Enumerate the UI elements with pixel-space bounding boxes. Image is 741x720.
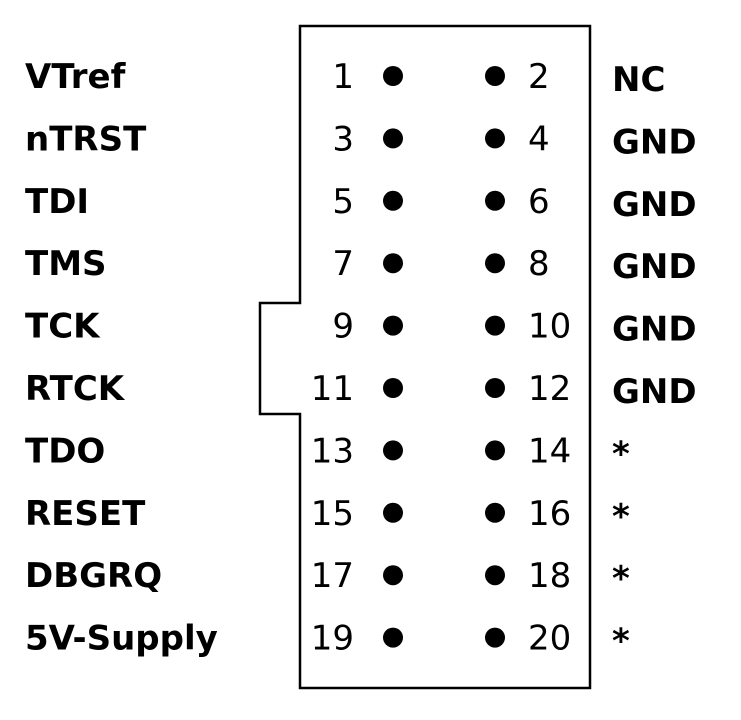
right-signal-label: * [612, 559, 630, 599]
right-signal-label: * [612, 497, 630, 537]
even-pin-number: 2 [528, 57, 550, 97]
odd-pin-dot [383, 502, 403, 523]
odd-pin-number: 15 [311, 494, 354, 534]
odd-pin-dot [383, 128, 403, 149]
left-signal-label: VTref [25, 57, 127, 97]
pin-row: VTref 1 2 NC [25, 57, 665, 100]
even-pin-number: 10 [528, 307, 571, 347]
even-pin-number: 14 [528, 431, 571, 471]
even-pin-number: 4 [528, 119, 550, 159]
odd-pin-number: 19 [311, 619, 354, 659]
left-signal-label: TCK [25, 307, 101, 347]
odd-pin-dot [383, 315, 403, 336]
odd-pin-dot [383, 253, 403, 274]
even-pin-number: 6 [528, 182, 550, 222]
odd-pin-dot [383, 440, 403, 461]
left-signal-label: TDI [25, 182, 89, 222]
even-pin-number: 12 [528, 369, 571, 409]
odd-pin-dot [383, 565, 403, 586]
left-signal-label: 5V-Supply [25, 619, 218, 659]
pin-row: TMS 7 8 GND [25, 244, 697, 287]
odd-pin-number: 9 [332, 307, 354, 347]
odd-pin-dot [383, 627, 403, 648]
even-pin-dot [485, 440, 505, 461]
pin-row: RESET 15 16 * [25, 494, 630, 537]
left-signal-label: RESET [25, 494, 146, 534]
even-pin-dot [485, 502, 505, 523]
even-pin-number: 8 [528, 244, 550, 284]
odd-pin-number: 17 [311, 556, 354, 596]
even-pin-dot [485, 253, 505, 274]
odd-pin-dot [383, 190, 403, 211]
odd-pin-number: 11 [311, 369, 354, 409]
left-signal-label: nTRST [25, 119, 147, 159]
connector-outline [258, 24, 592, 690]
odd-pin-number: 13 [311, 431, 354, 471]
pin-row: TCK 9 10 GND [25, 307, 697, 350]
pin-row: 5V-Supply 19 20 * [25, 619, 630, 662]
even-pin-number: 18 [528, 556, 571, 596]
even-pin-number: 16 [528, 494, 571, 534]
even-pin-dot [485, 315, 505, 336]
pin-row: nTRST 3 4 GND [25, 119, 697, 162]
even-pin-dot [485, 128, 505, 149]
odd-pin-number: 3 [332, 119, 354, 159]
left-signal-label: TDO [25, 431, 105, 471]
right-signal-label: GND [612, 372, 697, 412]
right-signal-label: GND [612, 247, 697, 287]
right-signal-label: GND [612, 310, 697, 350]
right-signal-label: NC [612, 60, 665, 100]
odd-pin-number: 5 [332, 182, 354, 222]
pin-row: TDO 13 14 * [25, 431, 630, 474]
pin-row: TDI 5 6 GND [25, 182, 697, 225]
even-pin-dot [485, 66, 505, 86]
odd-pin-dot [383, 378, 403, 398]
even-pin-dot [485, 190, 505, 211]
right-signal-label: GND [612, 122, 697, 162]
right-signal-label: * [612, 622, 630, 662]
right-signal-label: * [612, 434, 630, 474]
left-signal-label: DBGRQ [25, 556, 162, 596]
left-signal-label: TMS [25, 244, 107, 284]
right-signal-label: GND [612, 185, 697, 225]
odd-pin-number: 1 [332, 57, 354, 97]
even-pin-dot [485, 378, 505, 398]
left-signal-label: RTCK [25, 369, 126, 409]
pin-row: DBGRQ 17 18 * [25, 556, 630, 599]
odd-pin-dot [383, 66, 403, 86]
even-pin-dot [485, 627, 505, 648]
pin-row: RTCK 11 12 GND [25, 369, 697, 412]
even-pin-dot [485, 565, 505, 586]
even-pin-number: 20 [528, 619, 571, 659]
odd-pin-number: 7 [332, 244, 354, 284]
